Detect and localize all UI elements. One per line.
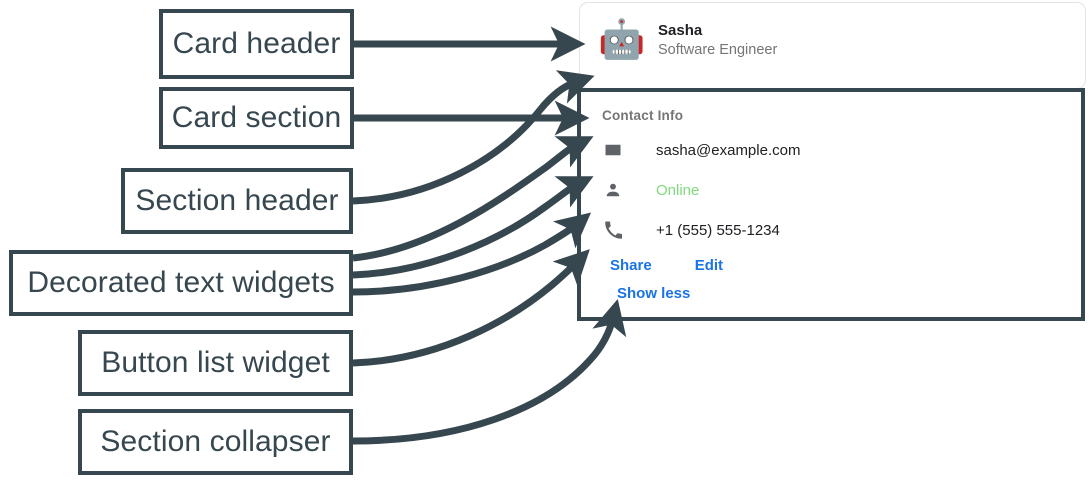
decorated-text-email: sasha@example.com <box>656 141 801 159</box>
button-list-widget: Share Edit <box>610 258 723 273</box>
section-collapser-button[interactable]: Show less <box>617 285 691 302</box>
profile-card: 🤖 Sasha Software Engineer <box>579 2 1086 89</box>
arrow-decorated-3 <box>352 212 592 296</box>
edit-button[interactable]: Edit <box>694 257 724 274</box>
email-icon <box>602 139 624 161</box>
card-section: Contact Info sasha@example.com Online <box>577 88 1085 321</box>
annotation-label-section-collapser: Section collapser <box>100 425 331 458</box>
annotation-box-decorated-text: Decorated text widgets <box>9 250 353 316</box>
arrow-section-header <box>352 70 595 205</box>
card-title: Sasha <box>658 21 703 39</box>
annotation-box-card-section: Card section <box>159 87 354 149</box>
card-subtitle: Software Engineer <box>658 41 778 58</box>
annotation-box-card-header: Card header <box>159 9 354 79</box>
person-icon <box>602 179 624 201</box>
annotation-label-button-list: Button list widget <box>101 346 330 379</box>
phone-icon <box>602 219 624 241</box>
decorated-text-widget-email[interactable]: sasha@example.com <box>602 139 800 161</box>
arrow-decorated-1 <box>352 136 594 262</box>
annotation-box-section-header: Section header <box>121 168 353 234</box>
robot-avatar-icon: 🤖 <box>598 19 646 61</box>
card-header: 🤖 Sasha Software Engineer <box>598 17 777 63</box>
status-badge: Online <box>656 181 700 199</box>
arrow-decorated-2 <box>352 176 594 279</box>
section-header: Contact Info <box>602 108 684 123</box>
annotation-label-section-header: Section header <box>135 184 339 217</box>
arrow-section-collapser <box>352 298 627 445</box>
decorated-text-widget-phone[interactable]: +1 (555) 555-1234 <box>602 219 780 241</box>
annotation-box-button-list: Button list widget <box>78 330 353 396</box>
decorated-text-widget-status[interactable]: Online <box>602 179 699 201</box>
annotation-box-section-collapser: Section collapser <box>78 409 353 475</box>
annotation-label-card-header: Card header <box>172 27 341 60</box>
arrow-button-list <box>352 249 590 367</box>
share-button[interactable]: Share <box>610 257 652 274</box>
annotation-label-decorated-text: Decorated text widgets <box>27 266 335 299</box>
card-header-text: Sasha Software Engineer <box>658 23 777 58</box>
decorated-text-phone: +1 (555) 555-1234 <box>656 221 780 239</box>
annotation-label-card-section: Card section <box>171 101 342 134</box>
